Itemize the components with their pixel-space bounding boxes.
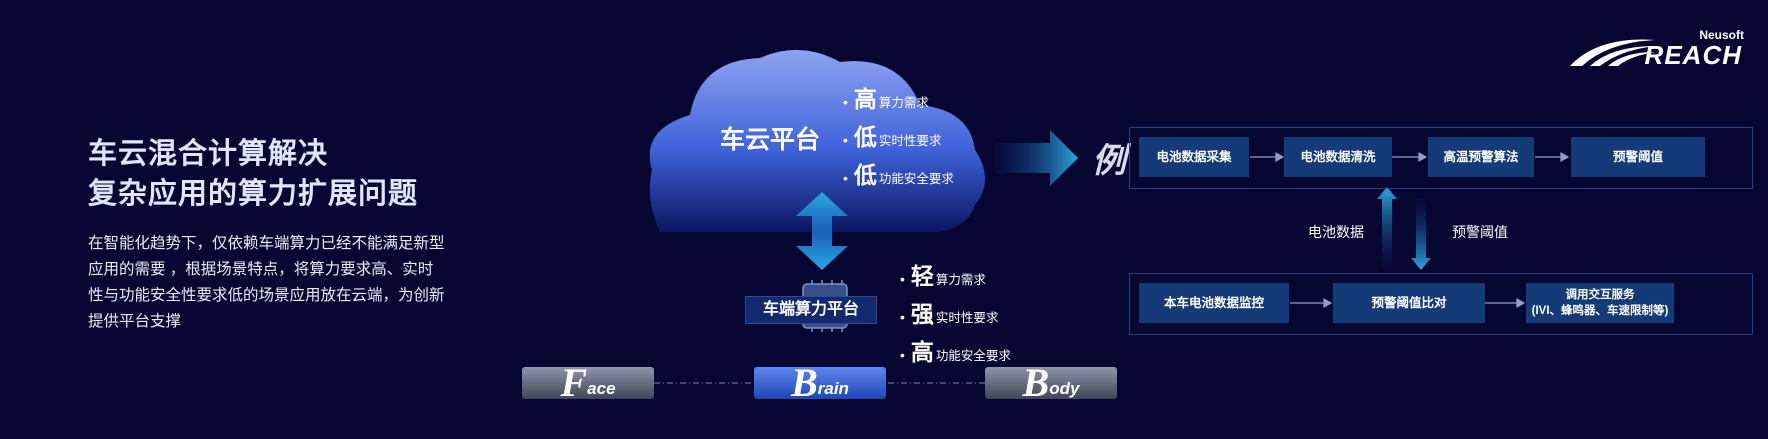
flow-box: 电池数据清洗 bbox=[1284, 137, 1392, 177]
headline-line-1: 车云混合计算解决 bbox=[88, 138, 329, 170]
flow-box-service: 调用交互服务 (IVI、蜂鸣器、车速限制等) bbox=[1526, 283, 1674, 323]
down-arrow bbox=[1411, 199, 1431, 270]
vehicle-flow-panel: 本车电池数据监控 预警阈值比对 调用交互服务 (IVI、蜂鸣器、车速限制等) bbox=[1129, 273, 1753, 335]
description: 在智能化趋势下，仅依赖车端算力已经不能满足新型应用的需要 ，根据场景特点，将算力… bbox=[88, 235, 445, 330]
flow-box: 高温预警算法 bbox=[1428, 137, 1534, 177]
cloud-shape bbox=[649, 49, 985, 233]
edge-bullet: •高功能安全要求 bbox=[900, 339, 1011, 365]
swoosh-icon bbox=[1570, 39, 1656, 66]
edge-bullet: •强实时性要求 bbox=[900, 301, 999, 327]
flow-box: 预警阈值比对 bbox=[1333, 283, 1485, 323]
cloud-edge-double-arrow bbox=[796, 192, 848, 270]
cloud-bullet: •高算力需求 bbox=[843, 86, 929, 112]
cloud-bullet: •低实时性要求 bbox=[843, 124, 942, 150]
up-arrow-label: 电池数据 bbox=[1308, 224, 1364, 240]
flow-box: 本车电池数据监控 bbox=[1139, 283, 1289, 323]
flow-box: 电池数据采集 bbox=[1139, 137, 1249, 177]
cloud-flow-panel: 电池数据采集 电池数据清洗 高温预警算法 预警阈值 bbox=[1129, 127, 1753, 189]
example-label: 例 bbox=[1092, 143, 1126, 180]
headline-line-2: 复杂应用的算力扩展问题 bbox=[88, 178, 419, 210]
edge-bullet: •轻算力需求 bbox=[900, 263, 986, 289]
cloud-bullet: •低功能安全要求 bbox=[843, 162, 954, 188]
service-title: 调用交互服务 bbox=[1565, 289, 1635, 301]
brand-logo: Neusoft REACH bbox=[1568, 26, 1748, 70]
cloud-to-example-arrow bbox=[995, 130, 1078, 186]
edge-bullet-list: •轻算力需求 •强实时性要求 •高功能安全要求 bbox=[900, 257, 1011, 371]
headline: 车云混合计算解决 复杂应用的算力扩展问题 bbox=[88, 134, 418, 214]
brand-name-top: Neusoft bbox=[1699, 28, 1744, 42]
cloud-title: 车云平台 bbox=[720, 126, 821, 154]
flow-box: 预警阈值 bbox=[1571, 137, 1705, 177]
up-arrow bbox=[1377, 187, 1397, 268]
down-arrow-label: 预警阈值 bbox=[1452, 224, 1508, 240]
cloud-bullet-list: •高算力需求 •低实时性要求 •低功能安全要求 bbox=[843, 80, 954, 194]
brand-name-bottom: REACH bbox=[1644, 40, 1742, 70]
service-detail: (IVI、蜂鸣器、车速限制等) bbox=[1531, 305, 1669, 317]
edge-platform-label: 车端算力平台 bbox=[745, 296, 877, 324]
